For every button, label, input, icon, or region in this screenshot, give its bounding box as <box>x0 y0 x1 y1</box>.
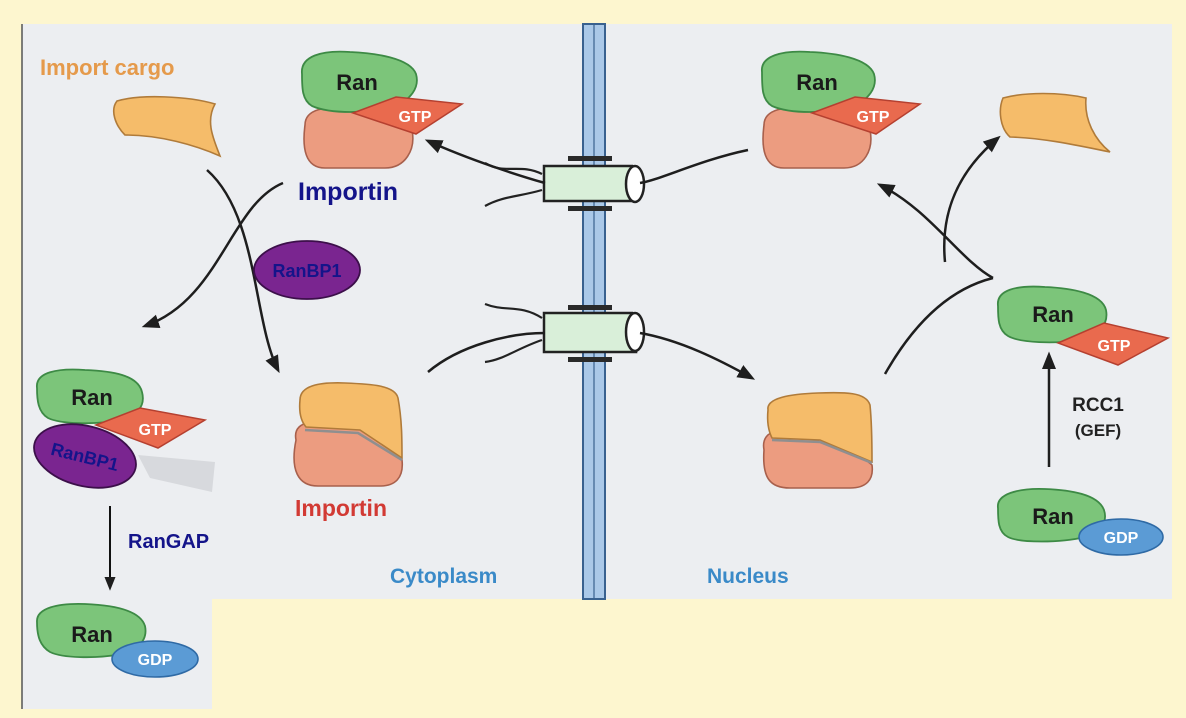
ran-label-cytoplasm-complex: Ran <box>336 70 378 95</box>
rangap-label: RanGAP <box>128 531 209 553</box>
gtp-label-ranbp1-complex: GTP <box>139 422 172 439</box>
ran-label-cytoplasm-gdp: Ran <box>71 622 113 647</box>
import-cargo-label: Import cargo <box>40 55 174 80</box>
pathway-arrows <box>141 135 1001 380</box>
ran-gdp-cytoplasm <box>36 603 199 678</box>
ran-gtp-nucleus-line <box>883 276 994 375</box>
ranbp1-free <box>253 240 361 300</box>
nuclear-envelope <box>582 23 606 600</box>
gdp-label-nucleus: GDP <box>1104 530 1139 547</box>
export-line-nucleus <box>639 148 749 185</box>
importin-release-arrow <box>876 183 994 280</box>
gtp-label-nucleus: GTP <box>1098 338 1131 355</box>
rcc1-label: RCC1 <box>1072 395 1124 416</box>
importin-label-top: Importin <box>298 178 398 206</box>
ran-gtp-importin-complex-cytoplasm <box>301 50 465 169</box>
gtp-label-nucleus-complex: GTP <box>857 109 890 126</box>
import-arrow-nucleus <box>639 331 756 380</box>
ran-label-nucleus-complex: Ran <box>796 70 838 95</box>
ran-gtp-ranbp1-complex <box>33 368 208 489</box>
ran-gdp-nucleus <box>997 488 1164 556</box>
import-line-cytoplasm <box>427 331 546 373</box>
nucleus-label: Nucleus <box>707 565 789 588</box>
ran-label-nucleus-gtp: Ran <box>1032 302 1074 327</box>
nuclear-pore-top <box>484 156 646 211</box>
export-arrow-cytoplasm <box>424 139 546 185</box>
cytoplasm-label: Cytoplasm <box>390 565 497 588</box>
ran-gtp-nucleus <box>997 285 1171 366</box>
gef-label: (GEF) <box>1075 421 1121 440</box>
cargo-to-importin-arrow <box>206 169 280 374</box>
ran-gtp-importin-complex-nucleus <box>761 50 923 169</box>
nuclear-pore-bottom <box>484 302 646 364</box>
gtp-label-cytoplasm-complex: GTP <box>399 109 432 126</box>
complex-shadow <box>138 455 215 492</box>
import-cargo-free <box>113 95 222 158</box>
importin-to-complex-arrow <box>141 181 284 329</box>
import-cargo-released <box>999 92 1111 153</box>
gdp-label-cytoplasm: GDP <box>138 652 173 669</box>
importin-cargo-complex-nucleus <box>762 391 874 489</box>
importin-cargo-complex-cytoplasm <box>293 382 404 487</box>
importin-label-bottom: Importin <box>295 495 387 521</box>
ranbp1-free-label: RanBP1 <box>272 261 341 281</box>
ran-label-nucleus-gdp: Ran <box>1032 504 1074 529</box>
ran-label-ranbp1-complex: Ran <box>71 385 113 410</box>
cargo-release-arrow <box>943 135 1001 263</box>
